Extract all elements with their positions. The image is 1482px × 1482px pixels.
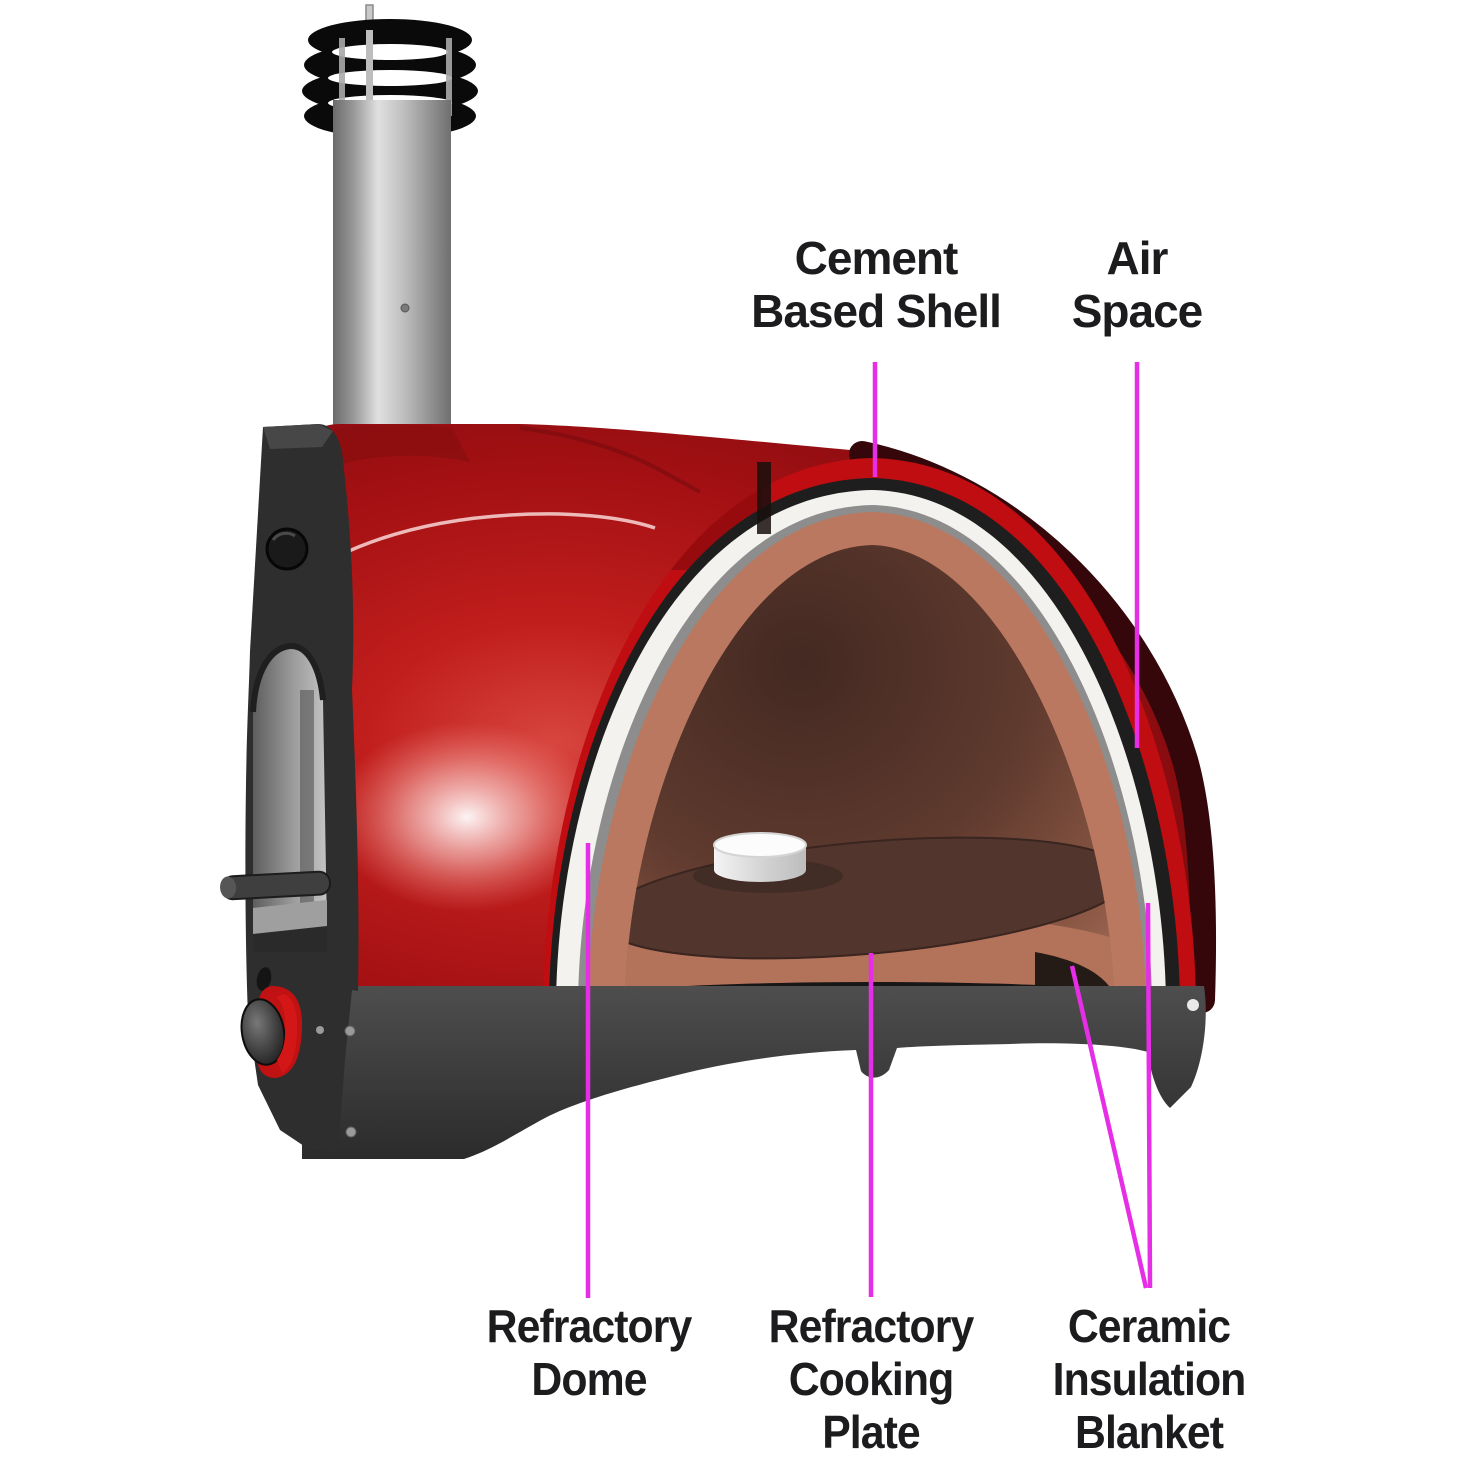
label-air-space: Air Space [1071, 232, 1204, 338]
chimney-cap [302, 19, 478, 138]
label-line: Insulation [1052, 1353, 1247, 1405]
chimney-cap-rod-lower [366, 30, 373, 100]
opening-shelf-shadow [253, 926, 327, 952]
label-line: Ceramic [1067, 1300, 1231, 1352]
label-cement-based-shell: Cement Based Shell [751, 232, 1002, 338]
label-line: Cooking [788, 1353, 955, 1405]
label-line: Based Shell [751, 285, 1002, 337]
base-screw [316, 1026, 324, 1034]
column-top-face [263, 424, 333, 449]
door-handle [220, 870, 331, 901]
door-handle-bar [221, 870, 331, 901]
shell-specular-highlight [332, 722, 602, 912]
chimney-cap-post [446, 38, 452, 116]
column-oval-hole [256, 967, 272, 991]
label-line: Cement [794, 232, 959, 284]
chimney-pipe [333, 100, 451, 460]
label-line: Refractory [768, 1300, 975, 1352]
base-screw [344, 1025, 356, 1037]
label-line: Air [1106, 232, 1169, 284]
leader-line-ceramic-insulation-left [1069, 965, 1149, 1289]
opening-inner-corner [300, 690, 314, 910]
label-line: Plate [822, 1406, 921, 1458]
center-cap-top [713, 832, 807, 858]
door-handle-cap [220, 876, 237, 899]
shell-shoulder-step [519, 426, 701, 494]
front-column [220, 424, 359, 1152]
label-refractory-dome: Refractory Dome [486, 1300, 693, 1406]
leader-lines [585, 362, 1153, 1298]
chimney-collar [318, 424, 470, 470]
base-screw-right [1187, 999, 1199, 1011]
opening-arch-frame [250, 643, 326, 713]
chimney-cap-post [339, 38, 345, 116]
chimney-cap-gap [332, 44, 448, 60]
column-bolt [265, 527, 309, 571]
label-refractory-cooking-plate: Refractory Cooking Plate [768, 1300, 975, 1459]
caster-wheel [240, 998, 286, 1066]
column-bolt-highlight [271, 531, 296, 541]
base-screw [345, 1126, 357, 1138]
label-line: Blanket [1074, 1406, 1224, 1458]
shell-catchlight [337, 512, 656, 558]
label-line: Space [1071, 285, 1204, 337]
chimney [302, 4, 478, 460]
label-ceramic-insulation-blanket: Ceramic Insulation Blanket [1052, 1300, 1247, 1459]
caster-bracket-front-arm [276, 994, 298, 1073]
caster-wheel-assembly [240, 986, 303, 1078]
base-skirt [302, 986, 1206, 1159]
cutaway-top-notch [757, 462, 771, 534]
chimney-cap-gap [328, 70, 452, 86]
chimney-rivet [400, 303, 410, 313]
label-line: Refractory [486, 1300, 693, 1352]
oven-base [302, 986, 1206, 1159]
label-line: Dome [531, 1353, 647, 1405]
leader-line-ceramic-insulation-right [1145, 902, 1153, 1289]
